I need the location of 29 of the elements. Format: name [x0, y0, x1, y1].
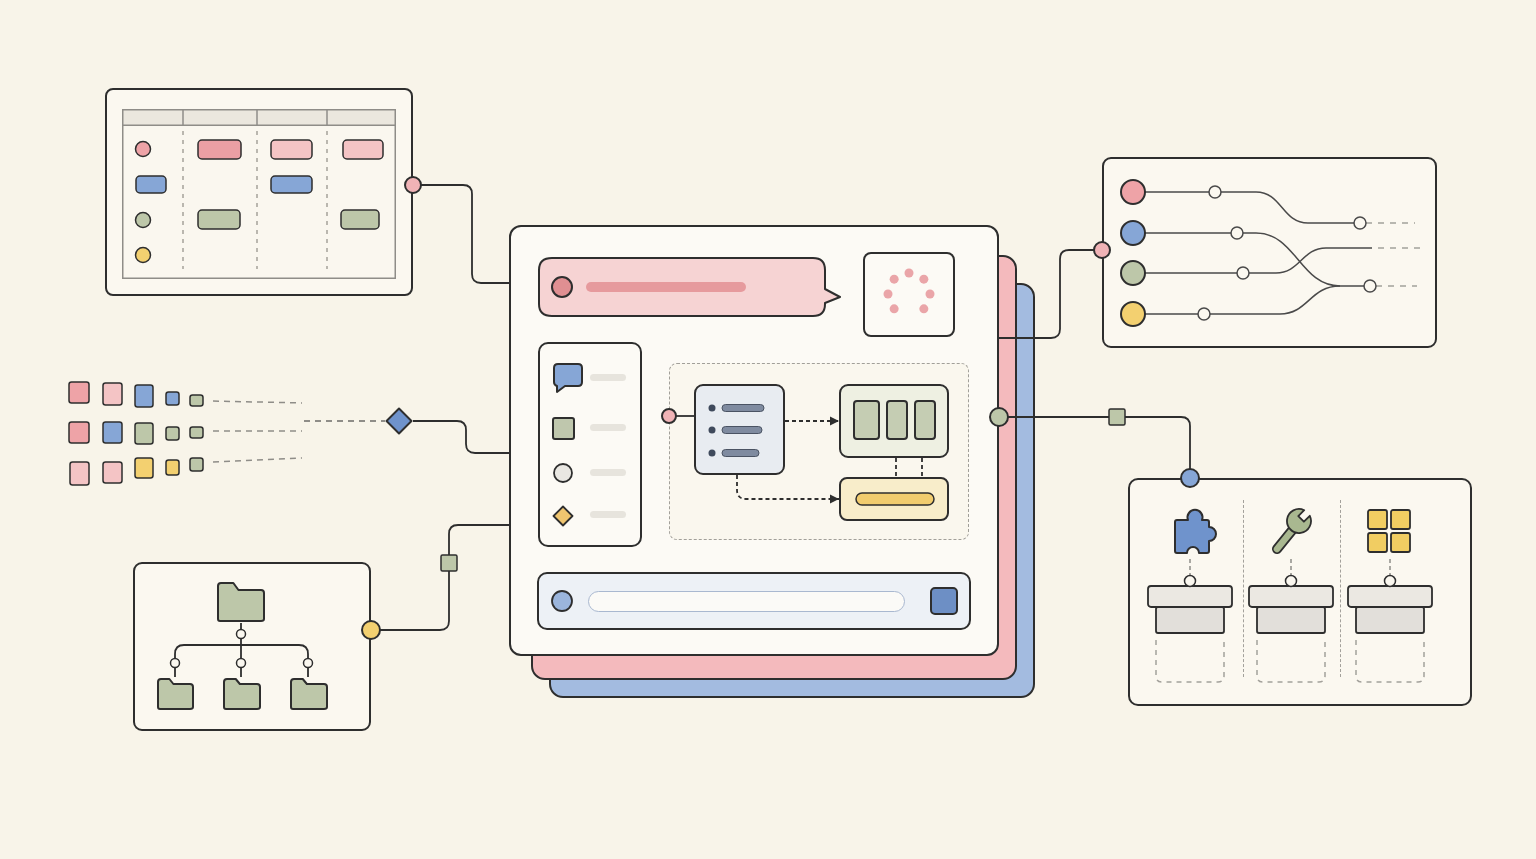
plugin-panel: [1128, 478, 1472, 706]
connector-line: [361, 524, 510, 640]
folder-icon: [221, 677, 262, 711]
highlight-card: [838, 476, 949, 521]
folder-icon: [288, 677, 329, 711]
list-card: [693, 383, 785, 475]
columns-card: [838, 383, 949, 458]
diamond-node: [385, 407, 413, 435]
dashed-group-frame: [669, 363, 969, 540]
data-blocks-illustration: [68, 380, 304, 486]
dashed-connector-line: [921, 457, 923, 478]
connector-line: [169, 644, 242, 678]
folder-tree-panel: [133, 562, 371, 731]
connector-line: [404, 176, 510, 284]
dashed-connector-line: [303, 420, 386, 422]
connector-line: [998, 241, 1111, 339]
dashed-connector-line: [895, 457, 897, 478]
folder-icon: [215, 581, 266, 623]
connector-line: [989, 407, 1200, 488]
connector-line: [235, 622, 247, 646]
connector-line: [412, 420, 510, 454]
dashed-arrow: [784, 416, 840, 426]
app-window: [509, 225, 999, 656]
kanban-panel: [105, 88, 413, 296]
folder-icon: [155, 677, 195, 711]
connector-line: [235, 644, 247, 678]
connector-line: [240, 644, 314, 678]
dashed-arrow: [736, 474, 840, 504]
connector-line: [661, 408, 695, 424]
